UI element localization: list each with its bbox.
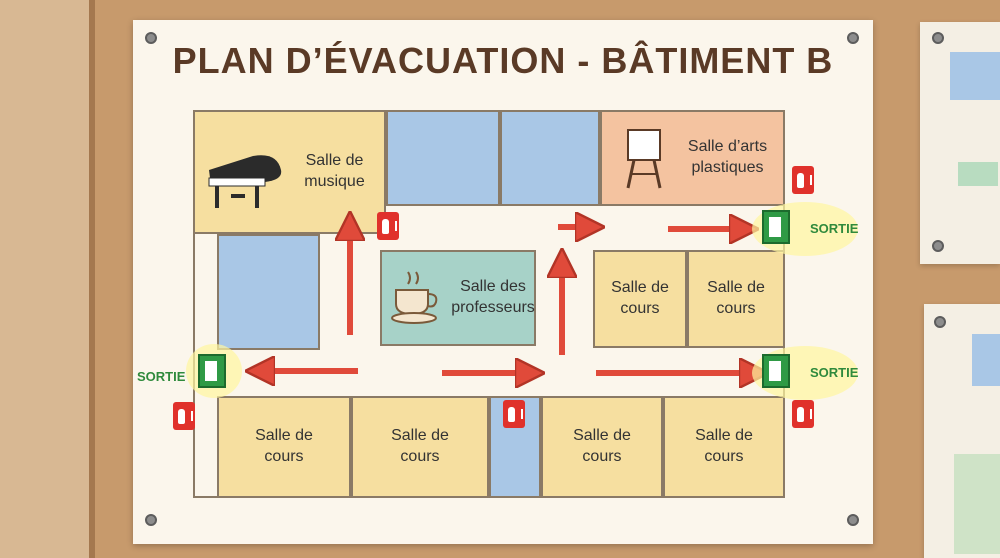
room-label: Salle d’arts plastiques [687,138,768,176]
room-label: Salle de cours [695,427,753,465]
fire-extinguisher-icon [377,212,399,240]
room-class-bottom-1: Salle de cours [217,396,351,498]
easel-icon [626,129,662,189]
notice-image [950,52,1000,100]
fire-extinguisher-icon [792,166,814,194]
pin-icon [847,514,859,526]
page-title: PLAN D’ÉVACUATION - BÂTIMENT B [172,40,834,81]
emergency-exit-icon [762,354,790,388]
room-class-bottom-3: Salle de cours [541,396,663,498]
pin-icon [847,32,859,44]
room-blue-2 [500,110,600,206]
notice-block [958,162,998,186]
pin-icon [934,316,946,328]
pin-icon [145,514,157,526]
notice-image [972,334,1000,386]
room-label: Salle de cours [391,427,449,465]
notice-block [954,454,1000,554]
coffee-cup-icon [391,271,438,324]
room-class-mid-2: Salle de cours [687,250,785,348]
fire-extinguisher-icon [173,402,195,430]
room-label: Salle de cours [573,427,631,465]
room-label: Salle de cours [707,279,765,317]
exit-label-right-bottom: SORTIE [810,365,859,380]
exit-label-left: SORTIE [137,369,186,384]
exit-label-right-top: SORTIE [810,221,859,236]
emergency-exit-icon [762,210,790,244]
piano-icon [208,155,282,208]
side-notice-bottom [924,304,1000,558]
room-blue-left [217,234,320,350]
room-class-mid-1: Salle de cours [593,250,687,348]
side-notice-top [920,22,1000,264]
pin-icon [932,32,944,44]
room-class-bottom-2: Salle de cours [351,396,489,498]
room-blue-1 [386,110,500,206]
room-label: Salle des professeurs [451,278,535,316]
emergency-exit-icon [198,354,226,388]
room-class-bottom-4: Salle de cours [663,396,785,498]
pin-icon [145,32,157,44]
wall-panel [0,0,95,558]
pin-icon [932,240,944,252]
fire-extinguisher-icon [503,400,525,428]
room-label: Salle de musique [304,152,365,190]
room-label: Salle de cours [611,279,669,317]
fire-extinguisher-icon [792,400,814,428]
room-label: Salle de cours [255,427,313,465]
